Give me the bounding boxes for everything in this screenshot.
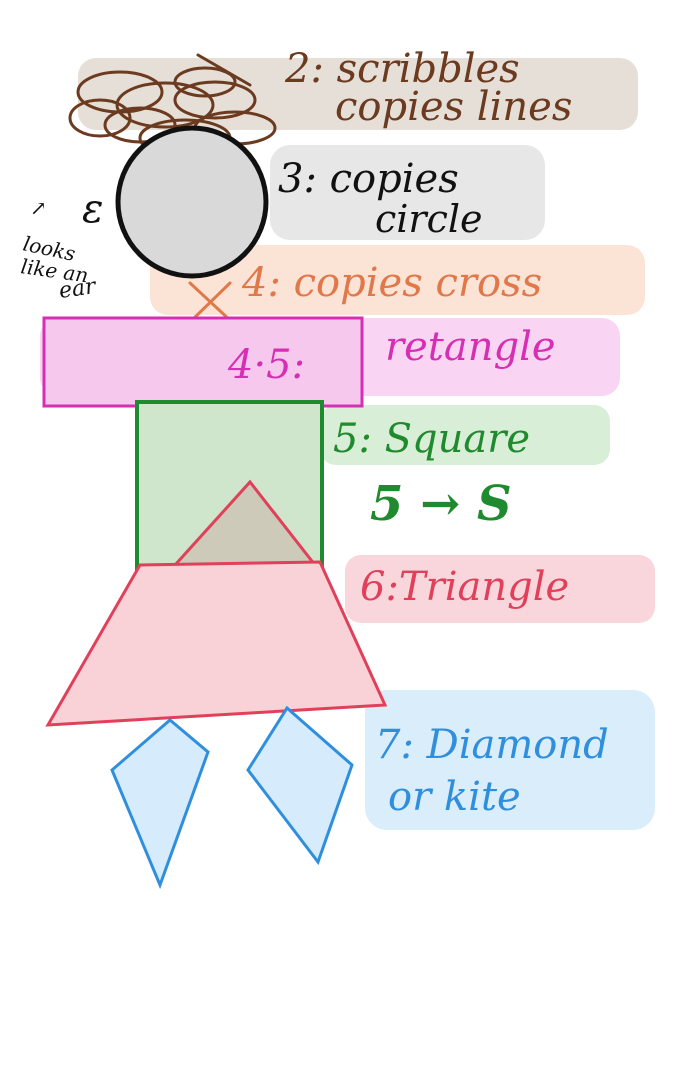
- scribble-loop: [115, 81, 215, 129]
- label-scribbles-line2: copies lines: [335, 84, 572, 130]
- diamond-left-leg: [110, 718, 210, 890]
- ear-note-line3: ear: [57, 274, 98, 304]
- rectangle-shoulders: [42, 316, 364, 408]
- triangle-skirt: [45, 560, 388, 727]
- highlight-triangle: [345, 555, 655, 623]
- label-cross: 4: copies cross: [241, 260, 542, 306]
- label-rectangle-word: retangle: [385, 324, 556, 370]
- label-five-to-s: 5 → S: [370, 476, 512, 532]
- label-diamond-line1: 7: Diamond: [375, 722, 609, 768]
- cross-neck: [188, 281, 234, 324]
- label-scribbles-line1: 2: scribbles: [284, 46, 520, 92]
- highlight-cross: [150, 245, 645, 315]
- highlight-circle: [270, 145, 545, 240]
- label-circle-line2: circle: [375, 197, 483, 241]
- highlight-square: [320, 405, 610, 465]
- scribble-loop: [173, 80, 257, 120]
- highlight-diamond: [365, 690, 655, 830]
- label-rectangle-number: 4·5:: [227, 342, 305, 388]
- diamond-right-leg: [246, 705, 354, 866]
- ear-arrow: ↗: [30, 196, 47, 220]
- scribble-loop: [68, 98, 132, 138]
- label-circle-line1: 3: copies: [278, 156, 459, 202]
- ear-glyph: ε: [82, 186, 103, 232]
- circle-head: [115, 125, 269, 279]
- scribble-loop: [173, 66, 237, 98]
- label-square: 5: Square: [333, 416, 530, 462]
- label-diamond-line2: or kite: [388, 774, 521, 820]
- label-triangle: 6:Triangle: [360, 564, 569, 610]
